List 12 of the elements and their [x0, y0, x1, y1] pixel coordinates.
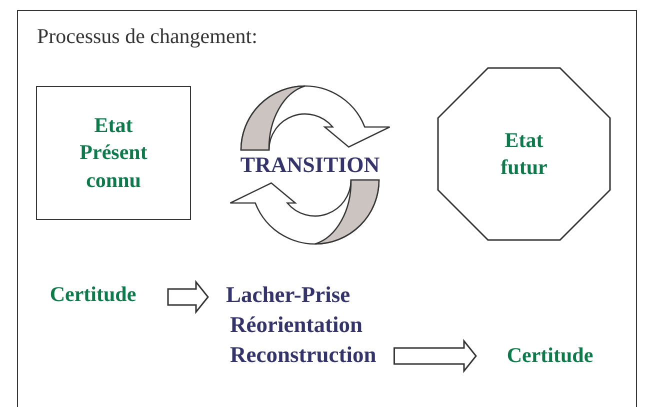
- state-label: Certitude: [506, 342, 594, 370]
- diagram-title: Processus de changement:: [37, 24, 258, 49]
- stage-label: Reconstruction: [229, 340, 376, 369]
- stage-label: Réorientation: [229, 311, 362, 340]
- state-box: [36, 86, 191, 220]
- state-label: Etat futur: [500, 126, 548, 181]
- state-label: Certitude: [50, 281, 136, 308]
- stage-label: Lacher-Prise: [226, 281, 350, 310]
- transition-label: TRANSITION: [240, 150, 380, 179]
- block-arrow: [393, 338, 477, 374]
- block-arrow: [167, 280, 209, 314]
- state-label: Etat Présent connu: [80, 112, 148, 194]
